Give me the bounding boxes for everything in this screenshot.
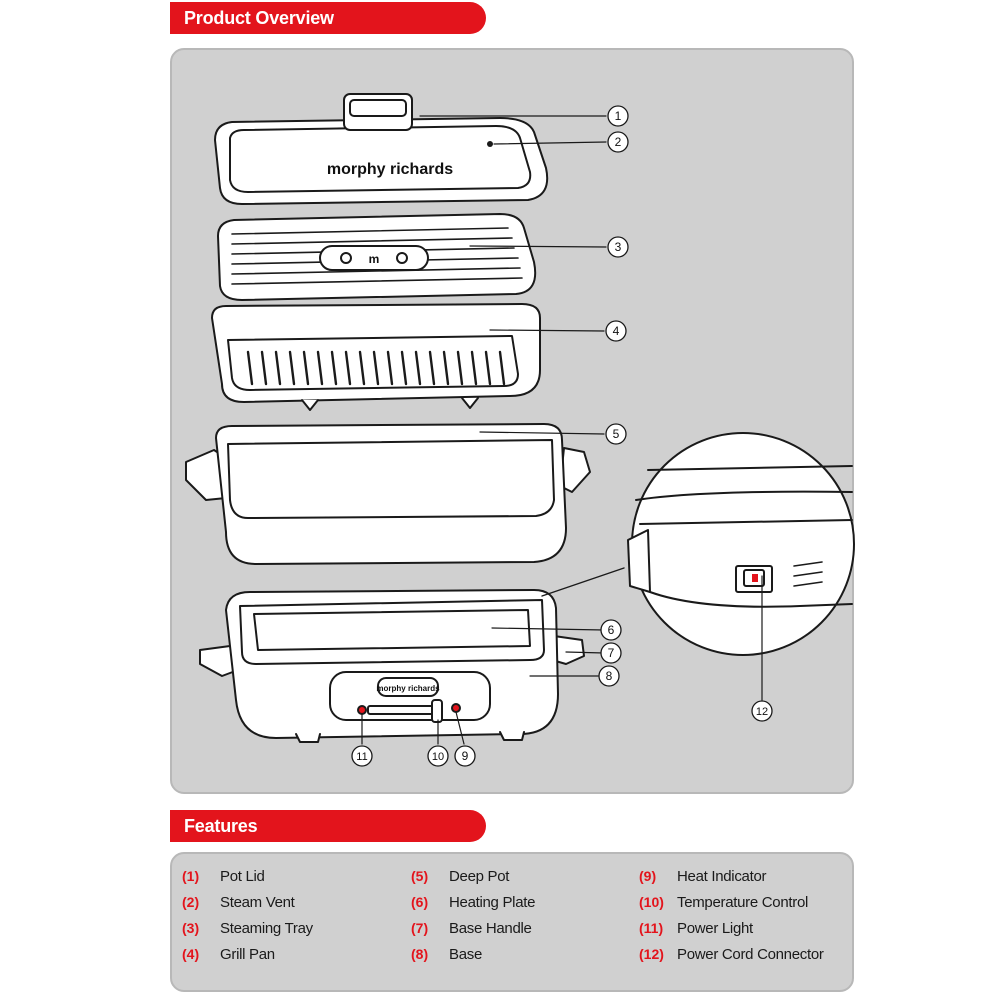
svg-text:1: 1 (615, 109, 622, 123)
feature-number: (12) (639, 946, 664, 962)
callout-8 (598, 665, 620, 687)
panel-brand-logo: morphy richards (376, 684, 440, 693)
svg-text:9: 9 (462, 749, 469, 763)
pot-lid-illustration: morphy richards (214, 93, 549, 205)
callout-11 (351, 745, 373, 767)
feature-name: Deep Pot (449, 868, 510, 885)
svg-text:5: 5 (613, 427, 620, 441)
feature-name: Base (449, 946, 482, 963)
callout-4 (605, 320, 627, 342)
svg-text:4: 4 (613, 324, 620, 338)
feature-item: (7) Base Handle (411, 920, 641, 946)
grill-pan-illustration (211, 303, 541, 411)
steaming-tray-illustration: m (217, 213, 537, 301)
callout-3 (607, 236, 629, 258)
svg-text:2: 2 (615, 135, 622, 149)
feature-item: (6) Heating Plate (411, 894, 641, 920)
feature-name: Heating Plate (449, 894, 536, 911)
callout-2 (607, 131, 629, 153)
callout-7 (600, 642, 622, 664)
feature-item: (1) Pot Lid (182, 868, 412, 894)
feature-number: (4) (182, 946, 200, 962)
feature-name: Power Light (677, 920, 753, 937)
feature-number: (7) (411, 920, 429, 936)
feature-item: (10) Temperature Control (639, 894, 869, 920)
feature-number: (1) (182, 868, 200, 884)
callout-9 (454, 745, 476, 767)
feature-number: (5) (411, 868, 429, 884)
callout-1 (607, 105, 629, 127)
callout-12 (751, 700, 773, 722)
feature-number: (9) (639, 868, 657, 884)
feature-number: (11) (639, 920, 664, 936)
feature-number: (8) (411, 946, 429, 962)
feature-number: (10) (639, 894, 664, 910)
svg-text:11: 11 (356, 751, 367, 763)
product-overview-heading: Product Overview (170, 2, 486, 34)
svg-text:7: 7 (608, 646, 615, 660)
feature-name: Power Cord Connector (677, 946, 824, 963)
callout-5 (605, 423, 627, 445)
base-illustration: morphy richards (199, 589, 585, 743)
svg-text:8: 8 (606, 669, 613, 683)
feature-item: (9) Heat Indicator (639, 868, 869, 894)
callout-6 (600, 619, 622, 641)
feature-name: Grill Pan (220, 946, 275, 963)
feature-number: (6) (411, 894, 429, 910)
feature-item: (5) Deep Pot (411, 868, 641, 894)
features-heading: Features (170, 810, 486, 842)
connector-detail-inset (541, 432, 855, 656)
feature-item: (12) Power Cord Connector (639, 946, 869, 972)
svg-text:6: 6 (608, 623, 615, 637)
feature-item: (4) Grill Pan (182, 946, 412, 972)
feature-name: Steaming Tray (220, 920, 313, 937)
svg-text:10: 10 (432, 751, 444, 763)
feature-name: Base Handle (449, 920, 532, 937)
feature-item: (8) Base (411, 946, 641, 972)
features-column-2: (5) Deep Pot (6) Heating Plate (7) Base Han… (411, 868, 641, 972)
lid-brand-logo: morphy richards (327, 161, 453, 178)
svg-text:12: 12 (756, 706, 768, 718)
svg-text:3: 3 (615, 240, 622, 254)
feature-number: (2) (182, 894, 200, 910)
feature-name: Pot Lid (220, 868, 265, 885)
feature-number: (3) (182, 920, 200, 936)
product-diagram: morphy richards m (185, 93, 855, 767)
features-column-3: (9) Heat Indicator (10) Temperature Contro… (639, 868, 869, 972)
features-column-1: (1) Pot Lid (2) Steam Vent (3) Steaming Tra… (182, 868, 412, 972)
feature-item: (2) Steam Vent (182, 894, 412, 920)
feature-item: (3) Steaming Tray (182, 920, 412, 946)
deep-pot-illustration (185, 423, 591, 565)
feature-item: (11) Power Light (639, 920, 869, 946)
feature-name: Steam Vent (220, 894, 295, 911)
feature-name: Temperature Control (677, 894, 809, 911)
feature-name: Heat Indicator (677, 868, 767, 885)
features-panel (170, 852, 854, 992)
callout-10 (427, 745, 449, 767)
svg-text:m: m (369, 252, 380, 266)
